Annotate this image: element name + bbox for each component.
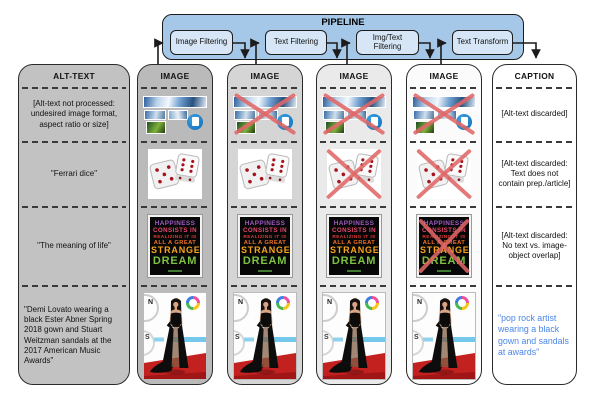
image-cell bbox=[228, 142, 302, 206]
image-cell: N S bbox=[228, 286, 302, 385]
poster-line: HAPPINESS bbox=[154, 220, 196, 228]
poster-line: REALIZING IT IS bbox=[243, 234, 287, 240]
happiness-poster-image: HAPPINESS CONSISTS IN REALIZING IT IS AL… bbox=[237, 214, 293, 278]
awards-logo-icon bbox=[276, 295, 290, 310]
thumbnail-image bbox=[144, 109, 166, 120]
column-header: IMAGE bbox=[429, 71, 459, 81]
poster-credit-line bbox=[168, 270, 182, 272]
discard-cross-icon bbox=[231, 91, 299, 138]
column-header: ALT-TEXT bbox=[53, 71, 95, 81]
alt-text-row3: "The meaning of life" bbox=[37, 240, 111, 250]
backdrop-letter: S bbox=[414, 334, 419, 341]
awards-logo-icon bbox=[365, 295, 379, 310]
column-header: IMAGE bbox=[339, 71, 369, 81]
poster-line: DREAM bbox=[331, 255, 377, 268]
red-carpet-photo-image: N S bbox=[233, 291, 297, 380]
poster-line: ALL A GREAT bbox=[332, 240, 376, 247]
column-caption: CAPTION [Alt-text discarded] [Alt-text d… bbox=[492, 64, 577, 385]
poster-line: STRANGE bbox=[241, 245, 291, 256]
column-alt-text: ALT-TEXT [Alt-text not processed: undesi… bbox=[18, 64, 130, 385]
poster-line: REALIZING IT IS bbox=[153, 234, 197, 240]
backdrop-letter: S bbox=[145, 334, 150, 341]
column-header: CAPTION bbox=[514, 71, 555, 81]
image-cell bbox=[407, 142, 481, 206]
backdrop-letter: N bbox=[417, 299, 422, 306]
image-cell: N S bbox=[407, 286, 481, 385]
poster-credit-line bbox=[258, 270, 272, 272]
poster-line: ALL A GREAT bbox=[153, 240, 197, 247]
image-cell bbox=[138, 88, 212, 141]
pipeline-title: PIPELINE bbox=[321, 17, 365, 28]
poster-line: CONSISTS IN bbox=[332, 227, 376, 235]
image-cell bbox=[228, 88, 302, 141]
thumbnail-image bbox=[146, 120, 166, 134]
happiness-poster-image: HAPPINESS CONSISTS IN REALIZING IT IS AL… bbox=[326, 214, 382, 278]
backdrop-letter: N bbox=[327, 299, 332, 306]
caption-row2: [Alt-text discarded: Text does not conta… bbox=[498, 158, 571, 189]
panorama-banner bbox=[143, 95, 207, 108]
red-carpet-photo-image: N S bbox=[143, 291, 207, 380]
column-image-2: IMAGE bbox=[227, 64, 303, 385]
stage-text-filtering: Text Filtering bbox=[265, 30, 327, 55]
poster-line: HAPPINESS bbox=[244, 220, 286, 228]
backdrop-letter: N bbox=[238, 299, 243, 306]
red-carpet-photo-image: N S bbox=[322, 291, 386, 380]
poster-line: DREAM bbox=[242, 255, 288, 268]
poster-line: DREAM bbox=[152, 255, 198, 268]
image-cell: N S bbox=[317, 286, 391, 385]
image-cell bbox=[138, 142, 212, 206]
column-header: IMAGE bbox=[250, 71, 280, 81]
discard-cross-icon bbox=[410, 145, 478, 203]
happiness-poster-image: HAPPINESS CONSISTS IN REALIZING IT IS AL… bbox=[147, 214, 203, 278]
poster-line: STRANGE bbox=[151, 245, 201, 256]
stage-image-filtering: Image Filtering bbox=[170, 30, 233, 55]
alt-text-row4: "Demi Lovato wearing a black Ester Abner… bbox=[24, 304, 113, 365]
poster-line: CONSISTS IN bbox=[243, 227, 287, 235]
backdrop-letter: N bbox=[148, 299, 153, 306]
column-header: IMAGE bbox=[160, 71, 190, 81]
image-cell bbox=[407, 88, 481, 141]
caption-row1: [Alt-text discarded] bbox=[501, 109, 568, 119]
image-cell bbox=[317, 88, 391, 141]
caption-row3: [Alt-text discarded: No text vs. image-o… bbox=[501, 230, 568, 261]
landscape-collage-image bbox=[143, 95, 207, 135]
dice-image bbox=[238, 149, 292, 199]
alt-text-row1: [Alt-text not processed: undesired image… bbox=[30, 99, 118, 129]
image-cell: HAPPINESS CONSISTS IN REALIZING IT IS AL… bbox=[228, 207, 302, 285]
column-image-1: IMAGE bbox=[137, 64, 213, 385]
column-image-4: IMAGE bbox=[406, 64, 482, 385]
poster-line: REALIZING IT IS bbox=[332, 234, 376, 240]
column-image-3: IMAGE bbox=[316, 64, 392, 385]
awards-logo-icon bbox=[186, 295, 200, 310]
poster-credit-line bbox=[347, 270, 361, 272]
awards-logo-icon bbox=[455, 295, 469, 310]
red-carpet-photo-image: N S bbox=[412, 291, 476, 380]
discard-cross-icon bbox=[320, 145, 388, 203]
image-cell: HAPPINESS CONSISTS IN REALIZING IT IS AL… bbox=[138, 207, 212, 285]
discard-cross-icon bbox=[410, 210, 478, 282]
discard-cross-icon bbox=[410, 91, 478, 138]
poster-line: ALL A GREAT bbox=[243, 240, 287, 247]
caption-row4: "pop rock artist wearing a black gown an… bbox=[498, 312, 569, 357]
document-glyph-icon bbox=[191, 117, 199, 126]
image-cell: N S bbox=[138, 286, 212, 385]
alt-text-row2: "Ferrari dice" bbox=[50, 168, 98, 178]
stage-img-text-filtering: Img/Text Filtering bbox=[356, 30, 419, 55]
discard-cross-icon bbox=[320, 91, 388, 138]
image-cell: HAPPINESS CONSISTS IN REALIZING IT IS AL… bbox=[317, 207, 391, 285]
poster-line: CONSISTS IN bbox=[153, 227, 197, 235]
image-cell bbox=[317, 142, 391, 206]
stage-text-transform: Text Transform bbox=[452, 30, 513, 55]
backdrop-letter: S bbox=[235, 334, 240, 341]
image-cell: HAPPINESS CONSISTS IN REALIZING IT IS AL… bbox=[407, 207, 481, 285]
backdrop-letter: S bbox=[324, 334, 329, 341]
thumbnail-image bbox=[168, 109, 188, 120]
poster-line: HAPPINESS bbox=[333, 220, 375, 228]
poster-line: STRANGE bbox=[330, 245, 380, 256]
dice-image bbox=[148, 149, 202, 199]
